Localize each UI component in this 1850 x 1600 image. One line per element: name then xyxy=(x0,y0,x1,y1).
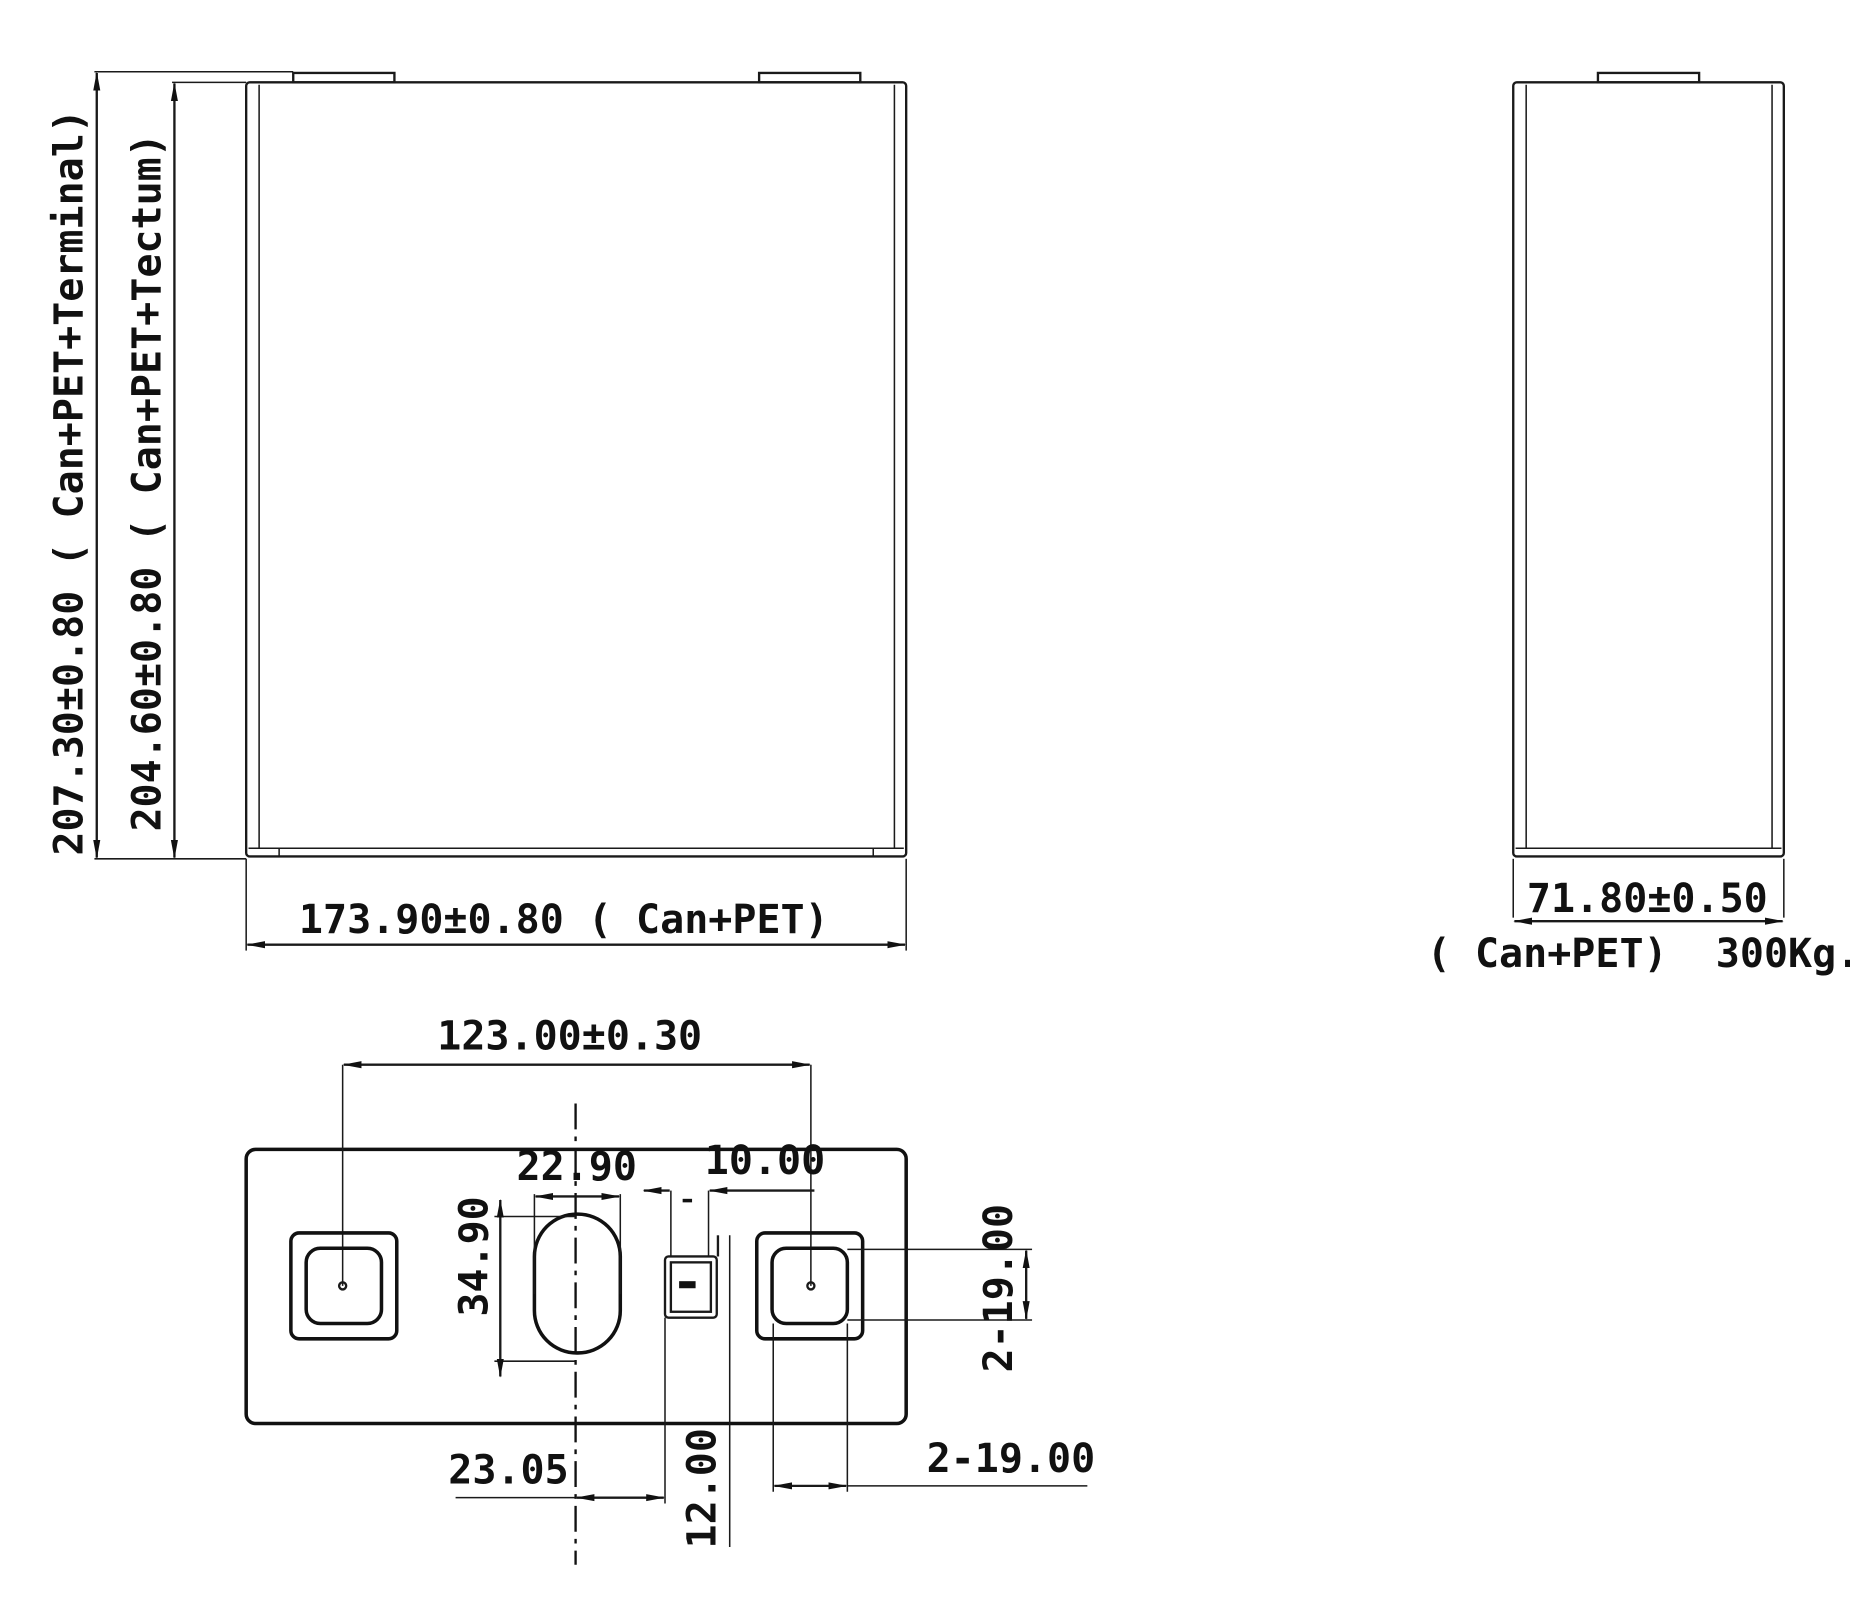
vent-height-dimension: 34.90 xyxy=(451,1196,497,1316)
thickness-dimension: 71.80±0.50 xyxy=(1527,876,1768,922)
terminal-right xyxy=(757,71,862,84)
terminal-positive xyxy=(755,1231,865,1341)
height-tectum-dimension: 204.60±0.80 ( Can+PET+Tectum) xyxy=(124,133,170,831)
width-dimension: 173.90±0.80 ( Can+PET) xyxy=(299,897,829,943)
vent-offset-dimension: 23.05 xyxy=(448,1448,568,1494)
safety-vent xyxy=(532,1212,623,1355)
front-view: 207.30±0.80 ( Can+PET+Terminal) 204.60±0… xyxy=(47,71,908,951)
height-terminal-dimension: 207.30±0.80 ( Can+PET+Terminal) xyxy=(47,109,93,856)
component-offset-dimension: 10.00 xyxy=(705,1138,825,1184)
side-note: ( Can+PET) 300Kg.f xyxy=(1427,931,1850,977)
vent-width-dimension: 22.90 xyxy=(517,1144,637,1190)
top-view: 123.00±0.30 22.90 34.90 10.00 2-19.00 23… xyxy=(244,1013,1096,1565)
component-width-dimension: 12.00 xyxy=(680,1428,726,1548)
terminal-negative xyxy=(289,1231,399,1341)
side-terminal xyxy=(1596,71,1701,84)
terminal-size-vertical-dimension: 2-19.00 xyxy=(976,1204,1022,1373)
terminal-left xyxy=(292,71,396,84)
terminal-size-horizontal-dimension: 2-19.00 xyxy=(927,1436,1096,1482)
injection-port xyxy=(663,1198,718,1319)
side-view: 71.80±0.50 ( Can+PET) 300Kg.f xyxy=(1427,71,1850,977)
terminal-pitch-dimension: 123.00±0.30 xyxy=(437,1013,702,1059)
